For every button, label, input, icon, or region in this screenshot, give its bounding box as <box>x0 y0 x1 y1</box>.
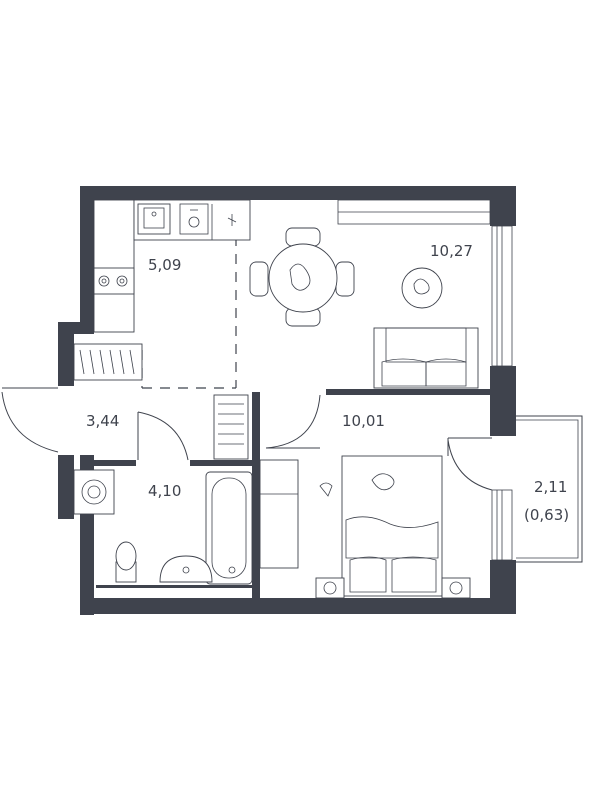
left-wall-niche <box>58 322 74 386</box>
balcony-reduced-area-label: (0,63) <box>524 506 569 524</box>
area-labels: 5,09 10,27 3,44 4,10 10,01 2,11 (0,63) <box>86 242 569 524</box>
cat-icon <box>371 473 395 491</box>
chair-top <box>285 227 321 247</box>
bedroom-wardrobe <box>259 459 299 569</box>
bathroom-fixtures <box>73 469 253 585</box>
bedroom-furniture <box>259 455 471 599</box>
left-wall-lower-niche <box>58 455 74 519</box>
appliance-icon <box>179 203 209 235</box>
stove-icon <box>93 267 135 295</box>
balcony-door-swing <box>447 439 493 491</box>
table-round <box>268 243 338 313</box>
chair-right <box>335 261 355 297</box>
nightstand-left <box>315 577 345 599</box>
bathroom-area-label: 4,10 <box>148 482 181 500</box>
nightstand-right <box>441 577 471 599</box>
doors <box>1 387 493 491</box>
kitchen-counter <box>93 199 135 333</box>
top-wall <box>80 186 516 200</box>
bottom-wall <box>80 598 516 614</box>
bathroom-door-swing <box>137 411 189 461</box>
walls <box>58 186 516 615</box>
bathtub-icon <box>205 471 253 585</box>
flower-decor-icon <box>289 263 311 291</box>
sink-icon <box>137 203 171 235</box>
hall-area-label: 3,44 <box>86 412 119 430</box>
bathroom-bedroom-wall <box>252 392 260 614</box>
entrance-door-swing <box>1 391 59 453</box>
balcony <box>516 415 583 563</box>
balcony-area-label: 2,11 <box>534 478 567 496</box>
living-area-label: 10,27 <box>430 242 473 260</box>
windows <box>337 199 513 561</box>
dining-table <box>249 227 355 327</box>
kitchen-area-label: 5,09 <box>148 256 181 274</box>
hall-wardrobe <box>73 343 249 460</box>
round-rug <box>401 267 443 309</box>
rug-pattern-icon <box>413 278 430 295</box>
right-wall-mid <box>490 366 516 436</box>
toilet-icon <box>115 541 137 583</box>
washbasin-icon <box>159 555 213 583</box>
bedroom-area-label: 10,01 <box>342 412 385 430</box>
left-wall-upper <box>80 186 94 334</box>
right-wall-bottom <box>490 560 516 614</box>
sofa <box>373 327 479 389</box>
living-bedroom-wall <box>326 389 490 395</box>
slippers-icon <box>319 482 333 497</box>
washing-machine-icon <box>73 469 115 515</box>
chair-left <box>249 261 269 297</box>
right-wall-top <box>490 186 516 226</box>
kitchen-unit <box>93 199 251 333</box>
bedroom-door-swing <box>265 394 321 449</box>
hall-shelf <box>213 394 249 460</box>
